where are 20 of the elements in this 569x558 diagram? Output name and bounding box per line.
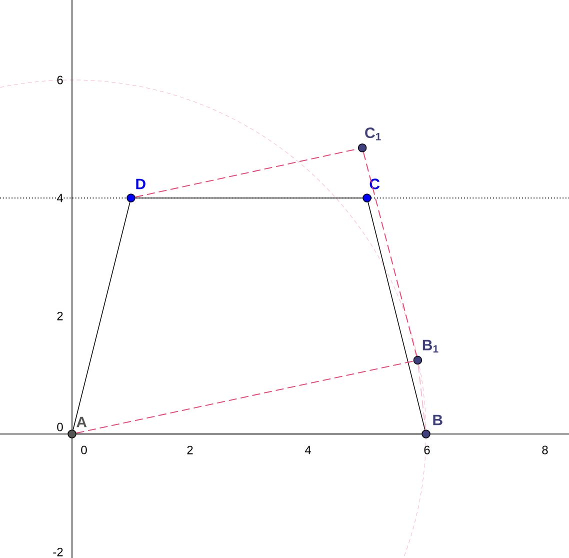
tick-label: 6 bbox=[424, 446, 430, 454]
point-label: C bbox=[370, 178, 380, 190]
tick-label: 8 bbox=[542, 446, 548, 454]
tick-label: 6 bbox=[57, 76, 63, 84]
line-segment bbox=[418, 364, 426, 430]
tick-label: 2 bbox=[57, 312, 63, 320]
point-label: D bbox=[136, 178, 146, 190]
point-label: B bbox=[433, 414, 442, 426]
line-segment bbox=[76, 360, 414, 434]
point-label: C$_{1}$ bbox=[365, 128, 381, 140]
line-segment bbox=[72, 202, 130, 430]
line-segment bbox=[362, 152, 418, 356]
tick-label: 2 bbox=[187, 446, 193, 454]
point-label: B$_{1}$ bbox=[422, 340, 438, 352]
line-segment bbox=[368, 202, 426, 430]
tick-label: 0 bbox=[57, 422, 63, 432]
tick-label: 0 bbox=[81, 446, 87, 454]
point-label: A bbox=[76, 416, 87, 428]
tick-label: -2 bbox=[53, 548, 63, 556]
tick-label: 4 bbox=[304, 446, 311, 454]
